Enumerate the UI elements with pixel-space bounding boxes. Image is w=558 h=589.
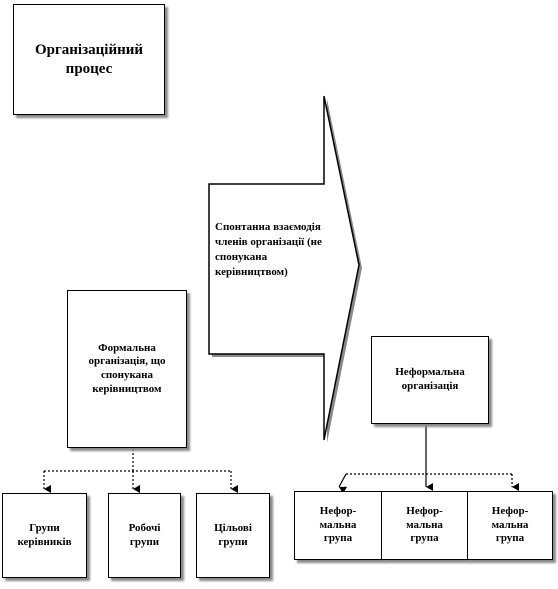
informal-drop-1: [338, 473, 348, 494]
formal-organization-box: Формальна організація, що спонукана кері…: [67, 290, 187, 448]
process-title-box: Організаційний процес: [13, 4, 165, 115]
formal-group-work: Робочі групи: [108, 493, 181, 578]
process-title-text: Організаційний процес: [34, 41, 144, 77]
process-arrow: [208, 95, 360, 441]
informal-group-1: Нефор-мальна група: [294, 491, 382, 560]
formal-organization-text: Формальна організація, що спонукана кері…: [88, 341, 166, 395]
formal-group-target: Цільові групи: [196, 493, 270, 578]
formal-group-managers: Групи керівників: [2, 493, 87, 578]
informal-organization-box: Неформальна організація: [371, 336, 489, 424]
arrow-text: Спонтанна взаємодія членів організації (…: [215, 221, 322, 278]
informal-group-3: Нефор-мальна група: [467, 491, 553, 560]
informal-organization-text: Неформальна організація: [395, 366, 465, 392]
informal-group-2: Нефор-мальна група: [381, 491, 468, 560]
